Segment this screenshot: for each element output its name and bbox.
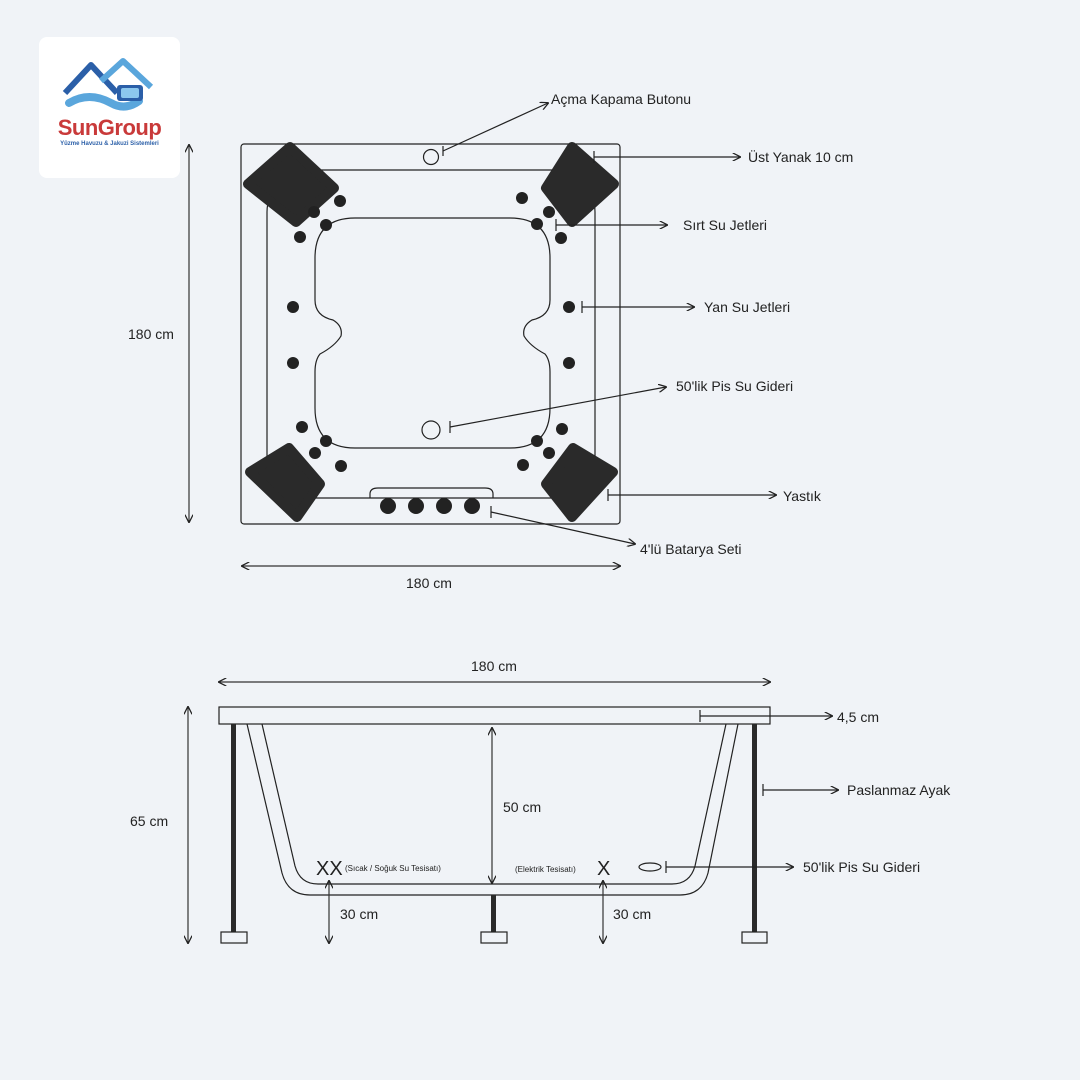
leg [491,895,496,932]
callout-side-jets: Yan Su Jetleri [704,299,790,315]
faucet-knob [436,498,452,514]
power-button-icon [422,148,440,166]
electric-marker: X [597,858,610,880]
callout-drain: 50'lik Pis Su Gideri [676,378,793,394]
jet [296,421,308,433]
jet [517,459,529,471]
faucet-knob [464,498,480,514]
top-view: Açma Kapama Butonu Üst Yanak 10 cm Sırt … [128,91,853,591]
logo-card: SunGroup Yüzme Havuzu & Jakuzi Sistemler… [39,37,180,178]
pillow-bottom-left [245,443,325,522]
callout-top-rim: Üst Yanak 10 cm [748,148,853,165]
house-pool-logo-icon [62,58,154,111]
callout-rim-thickness: 4,5 cm [837,709,879,725]
faucet-set [380,498,480,514]
jet [308,206,320,218]
jet [563,357,575,369]
dim-side-height-label: 65 cm [130,813,168,829]
side-rim [218,706,771,725]
jet [294,231,306,243]
dim-height-label: 180 cm [128,326,174,342]
water-installation-label: (Sıcak / Soğuk Su Tesisatı) [345,864,441,873]
logo-subtitle: Yüzme Havuzu & Jakuzi Sistemleri [60,141,159,147]
drain-icon [421,420,441,440]
jet [563,301,575,313]
jet [334,195,346,207]
water-height-label: 30 cm [340,906,378,922]
dim-width-label: 180 cm [406,575,452,591]
jet [320,435,332,447]
jet [309,447,321,459]
jet [287,301,299,313]
callout-legs: Paslanmaz Ayak [847,782,951,798]
side-shell-inner [261,723,727,885]
water-marker: XX [316,858,343,880]
faucet-knob [380,498,396,514]
jet [543,447,555,459]
leg [231,724,236,932]
faucet-knob [408,498,424,514]
callout-power-button: Açma Kapama Butonu [551,91,691,107]
jet [556,423,568,435]
jet [531,218,543,230]
jet [555,232,567,244]
tub-seat-ledge [266,169,596,499]
jet [320,219,332,231]
jet [287,357,299,369]
logo-title: SunGroup [57,115,162,140]
leg-foot [220,931,248,944]
leg [752,724,757,932]
jet [543,206,555,218]
side-view: 180 cm 65 cm 50 cm 4,5 cm Paslanmaz Ayak… [130,658,951,943]
side-jets [287,301,575,369]
electric-installation-label: (Elektrik Tesisatı) [515,865,576,874]
callout-lines [442,103,776,544]
leg-foot [480,931,508,944]
jet [516,192,528,204]
leg-foot [741,931,768,944]
jet [531,435,543,447]
dim-depth-label: 50 cm [503,799,541,815]
callout-faucet-set: 4'lü Batarya Seti [640,541,742,557]
tub-outer-rim [240,143,621,525]
tub-inner-basin [314,217,551,449]
pillow-top-left [243,142,339,227]
faucet-recess [369,487,494,498]
pillow-bottom-right [541,443,618,522]
jet [335,460,347,472]
electric-height-label: 30 cm [613,906,651,922]
dim-side-width-label: 180 cm [471,658,517,674]
callout-side-drain: 50'lik Pis Su Gideri [803,859,920,875]
pillow-top-right [541,142,619,227]
callout-pillow: Yastık [783,488,822,504]
back-jets [294,192,568,472]
legs [220,724,768,944]
side-drain-icon [638,862,662,872]
callout-back-jets: Sırt Su Jetleri [683,217,767,233]
